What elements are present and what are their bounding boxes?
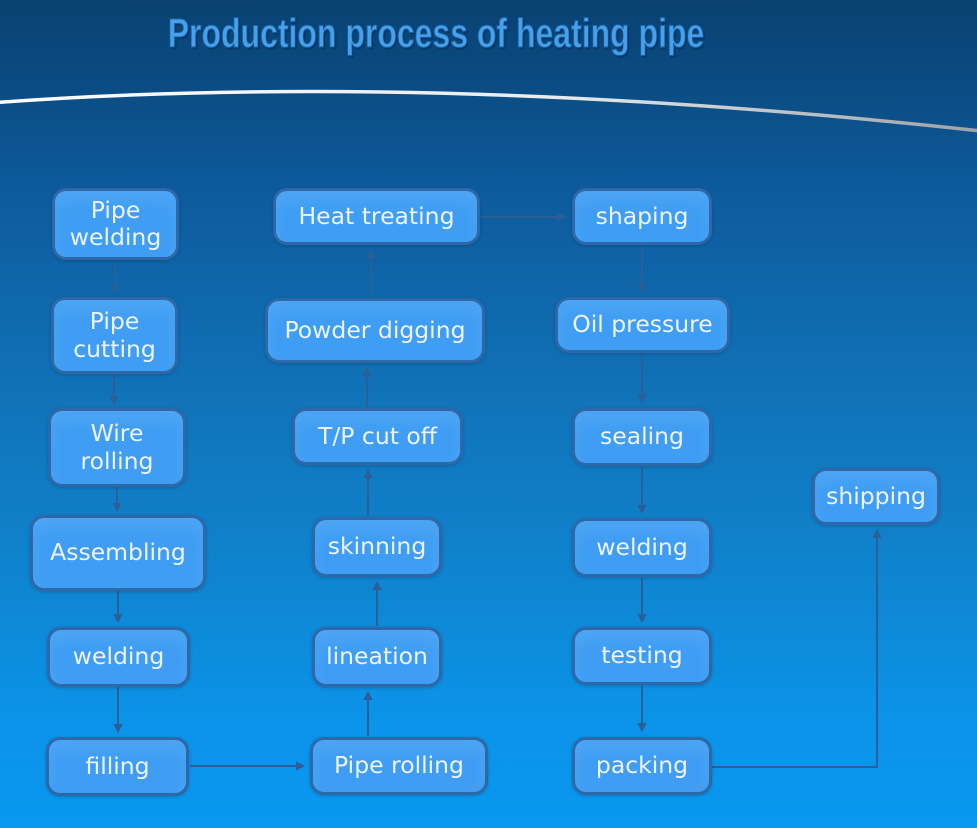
flow-node-tp-cut-off: T/P cut off [292, 408, 463, 465]
flow-node-testing: testing [572, 627, 712, 685]
flow-node-skinning: skinning [312, 517, 442, 577]
flow-node-pipe-cutting: Pipe cutting [51, 297, 178, 374]
flow-node-welding-left: welding [47, 627, 190, 687]
flow-node-packing: packing [572, 737, 712, 795]
flow-node-shaping: shaping [572, 188, 712, 245]
flow-node-assembling: Assembling [30, 515, 206, 591]
flow-node-heat-treating: Heat treating [273, 188, 480, 245]
flow-node-powder-digging: Powder digging [265, 298, 485, 363]
flow-node-pipe-welding: Pipe welding [52, 188, 179, 260]
flow-node-lineation: lineation [312, 627, 442, 687]
flow-node-wire-rolling: Wire rolling [48, 408, 186, 487]
flow-node-shipping: shipping [812, 468, 940, 525]
slide-title: Production process of heating pipe [167, 10, 705, 57]
flow-arrow-packing-to-shipping [712, 528, 882, 768]
flow-node-pipe-rolling: Pipe rolling [310, 737, 488, 795]
flow-node-filling: filling [46, 737, 189, 796]
flow-node-welding-right: welding [572, 518, 712, 577]
flow-node-oil-pressure: Oil pressure [555, 297, 730, 353]
flow-node-sealing: sealing [572, 408, 712, 466]
